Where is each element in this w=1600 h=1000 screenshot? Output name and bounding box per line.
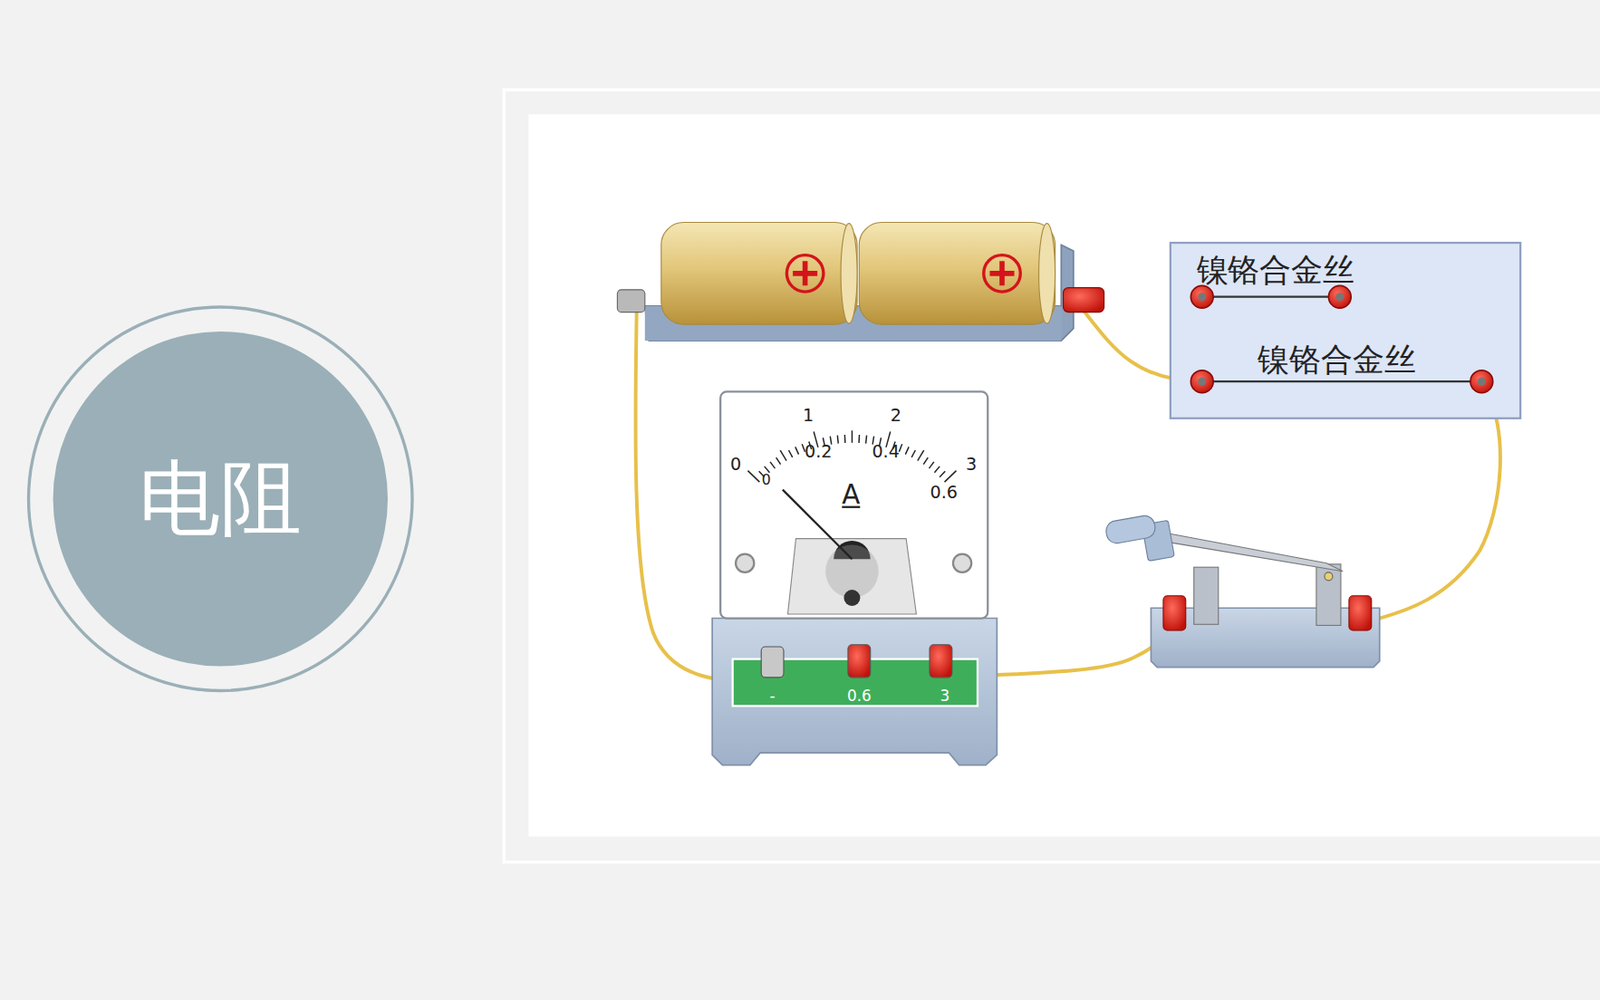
- scale-number: 0.6: [930, 483, 958, 502]
- circle-ring: [28, 307, 413, 691]
- tick: [795, 446, 800, 454]
- terminal: [616, 289, 645, 313]
- scale-number: 1: [802, 406, 814, 425]
- binding-post: [1190, 285, 1214, 309]
- nichrome-wire: [1202, 380, 1483, 383]
- tick: [923, 457, 928, 464]
- tick: [911, 450, 916, 458]
- terminal-label: 0.6: [847, 689, 872, 705]
- unit-symbol: A: [841, 481, 860, 509]
- wire-board: 镍铬合金丝镍铬合金丝: [1170, 242, 1521, 419]
- terminal: [761, 646, 784, 678]
- tick: [857, 434, 860, 444]
- scale-number: 0: [761, 472, 772, 487]
- wire-label: 镍铬合金丝: [1257, 341, 1417, 376]
- binding-post: [1190, 370, 1214, 394]
- scale-number: 0.2: [804, 443, 832, 461]
- binding-post: [1470, 370, 1494, 394]
- tick: [928, 462, 934, 469]
- title-circle: [53, 331, 388, 666]
- wire-label: 镍铬合金丝: [1196, 251, 1356, 287]
- scale-number: 0: [730, 455, 742, 473]
- tick: [844, 434, 847, 444]
- ammeter: [712, 391, 997, 765]
- tick: [789, 450, 793, 458]
- tick: [801, 443, 805, 452]
- battery: [661, 222, 858, 326]
- nichrome-wire: [1202, 296, 1340, 299]
- tick: [837, 435, 839, 444]
- mirror-window: [787, 539, 916, 615]
- scale-number: 0.4: [871, 443, 899, 461]
- terminal: [848, 645, 871, 678]
- tick: [776, 457, 781, 464]
- tick: [780, 450, 787, 462]
- terminal: [1163, 596, 1186, 631]
- scale-number: 3: [965, 455, 977, 473]
- scale-ticks: [747, 430, 956, 482]
- resistance-board: [1170, 242, 1521, 419]
- terminal: [929, 645, 953, 678]
- panel: [528, 114, 1600, 837]
- tick: [917, 450, 925, 462]
- tick: [939, 471, 945, 478]
- slide-title: 电阻: [138, 453, 302, 544]
- battery: [858, 222, 1055, 326]
- needle: [782, 490, 853, 560]
- binding-post: [1328, 285, 1351, 309]
- zero-screw: [843, 589, 860, 607]
- tick: [851, 430, 853, 444]
- terminal-label: 3: [940, 689, 951, 705]
- tick: [944, 471, 957, 483]
- battery-holder: [616, 222, 1104, 342]
- tick: [865, 435, 868, 444]
- terminal: [1349, 596, 1372, 631]
- knife-switch: [1104, 514, 1380, 668]
- tick: [747, 471, 760, 483]
- tick: [905, 446, 909, 454]
- title-circle: 电阻: [53, 331, 388, 666]
- terminal-label: -: [770, 689, 776, 705]
- wire: [1363, 385, 1501, 623]
- scale-number: 2: [890, 406, 902, 425]
- tick: [934, 466, 940, 473]
- tick: [770, 462, 775, 469]
- tick: [898, 443, 902, 452]
- terminal: [1063, 288, 1105, 313]
